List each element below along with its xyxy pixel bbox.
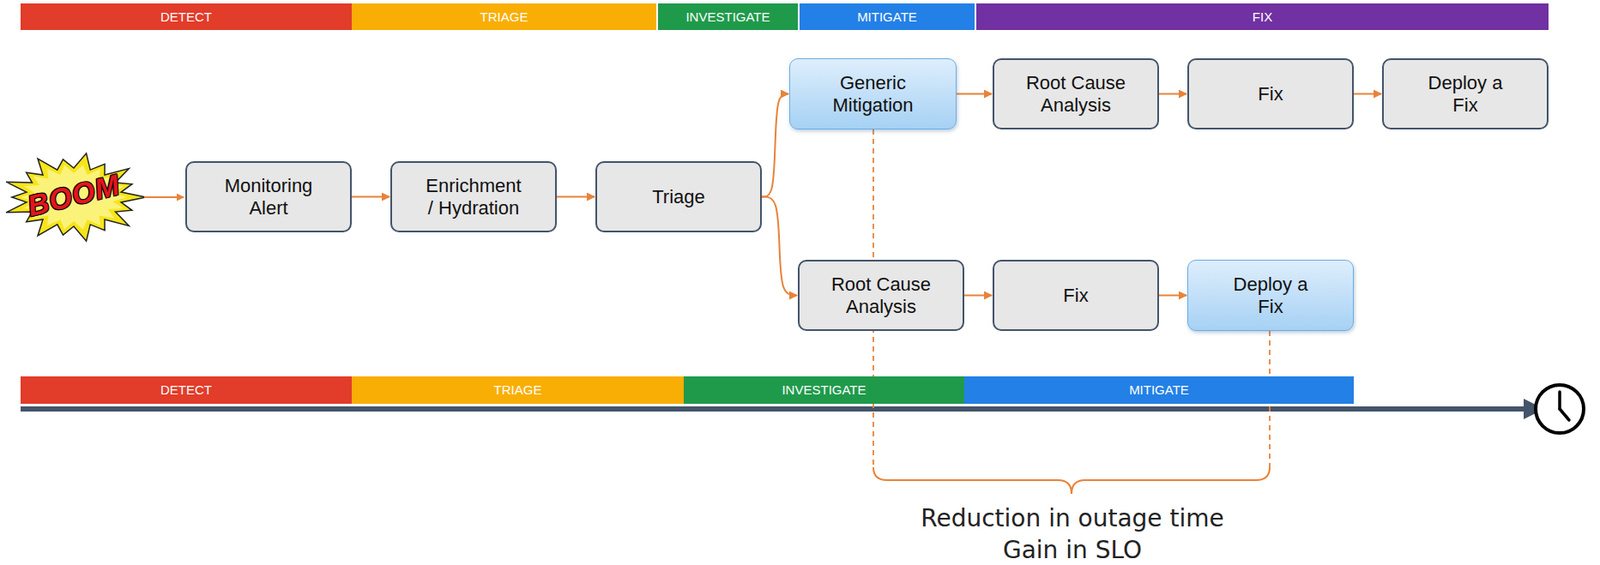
- annotation: Reduction in outage time: [920, 504, 1224, 533]
- phase-band: DETECT: [20, 3, 352, 31]
- phase-label: DETECT: [160, 382, 212, 399]
- box-label: Generic Mitigation: [821, 72, 926, 117]
- clock-icon: [1535, 385, 1584, 434]
- box-label: Triage: [626, 186, 731, 209]
- burst-word: BOOM: [24, 168, 124, 224]
- annotation: Gain in SLO: [1002, 536, 1142, 565]
- phase-label: INVESTIGATE: [781, 382, 866, 399]
- flow-arrow: [1159, 93, 1187, 96]
- process-box: Monitoring Alert: [185, 161, 352, 233]
- process-box: Generic Mitigation: [789, 58, 957, 130]
- process-box: Fix: [992, 259, 1160, 332]
- phase-band: MITIGATE: [964, 376, 1354, 405]
- flow-arrow: [556, 196, 595, 199]
- phase-label: DETECT: [160, 9, 212, 25]
- box-label: Monitoring Alert: [216, 175, 321, 220]
- process-box: Root Cause Analysis: [992, 58, 1160, 130]
- phase-label: TRIAGE: [494, 382, 543, 399]
- process-box: Deploy a Fix: [1187, 259, 1354, 332]
- explosion-core: [20, 165, 127, 230]
- process-box: Fix: [1187, 58, 1354, 130]
- box-label: Fix: [1218, 83, 1323, 106]
- flow-arrow: [761, 197, 797, 296]
- box-label: Enrichment / Hydration: [421, 175, 526, 220]
- phase-band: FIX: [976, 3, 1549, 31]
- flow-arrow: [964, 295, 992, 297]
- process-box: Triage: [595, 161, 762, 233]
- flow-arrow: [761, 94, 789, 198]
- process-box: Enrichment / Hydration: [390, 161, 557, 233]
- process-box: Deploy a Fix: [1382, 58, 1549, 130]
- box-label: Fix: [1023, 284, 1129, 308]
- box-label: Root Cause Analysis: [828, 273, 934, 319]
- phase-band: TRIAGE: [351, 376, 684, 405]
- flow-arrow: [351, 196, 390, 199]
- phase-band: MITIGATE: [799, 3, 975, 31]
- explosion-burst: [6, 153, 146, 242]
- phase-band: INVESTIGATE: [658, 3, 798, 31]
- box-label: Deploy a Fix: [1412, 72, 1518, 117]
- phase-band: INVESTIGATE: [683, 376, 965, 405]
- time-axis: [20, 406, 1526, 412]
- process-box: Root Cause Analysis: [797, 259, 965, 332]
- phase-band: DETECT: [20, 376, 352, 405]
- phase-label: INVESTIGATE: [685, 9, 770, 25]
- flow-arrow: [1353, 93, 1382, 96]
- box-label: Deploy a Fix: [1218, 273, 1323, 319]
- brace: [873, 467, 1270, 495]
- phase-label: MITIGATE: [1129, 382, 1190, 399]
- phase-label: MITIGATE: [857, 9, 918, 25]
- phase-band: TRIAGE: [351, 3, 657, 31]
- phase-label: FIX: [1252, 9, 1273, 25]
- flow-arrow: [956, 93, 992, 96]
- box-label: Root Cause Analysis: [1023, 72, 1129, 117]
- phase-label: TRIAGE: [480, 9, 529, 25]
- start-arrow: [144, 196, 184, 199]
- flow-arrow: [1159, 295, 1187, 297]
